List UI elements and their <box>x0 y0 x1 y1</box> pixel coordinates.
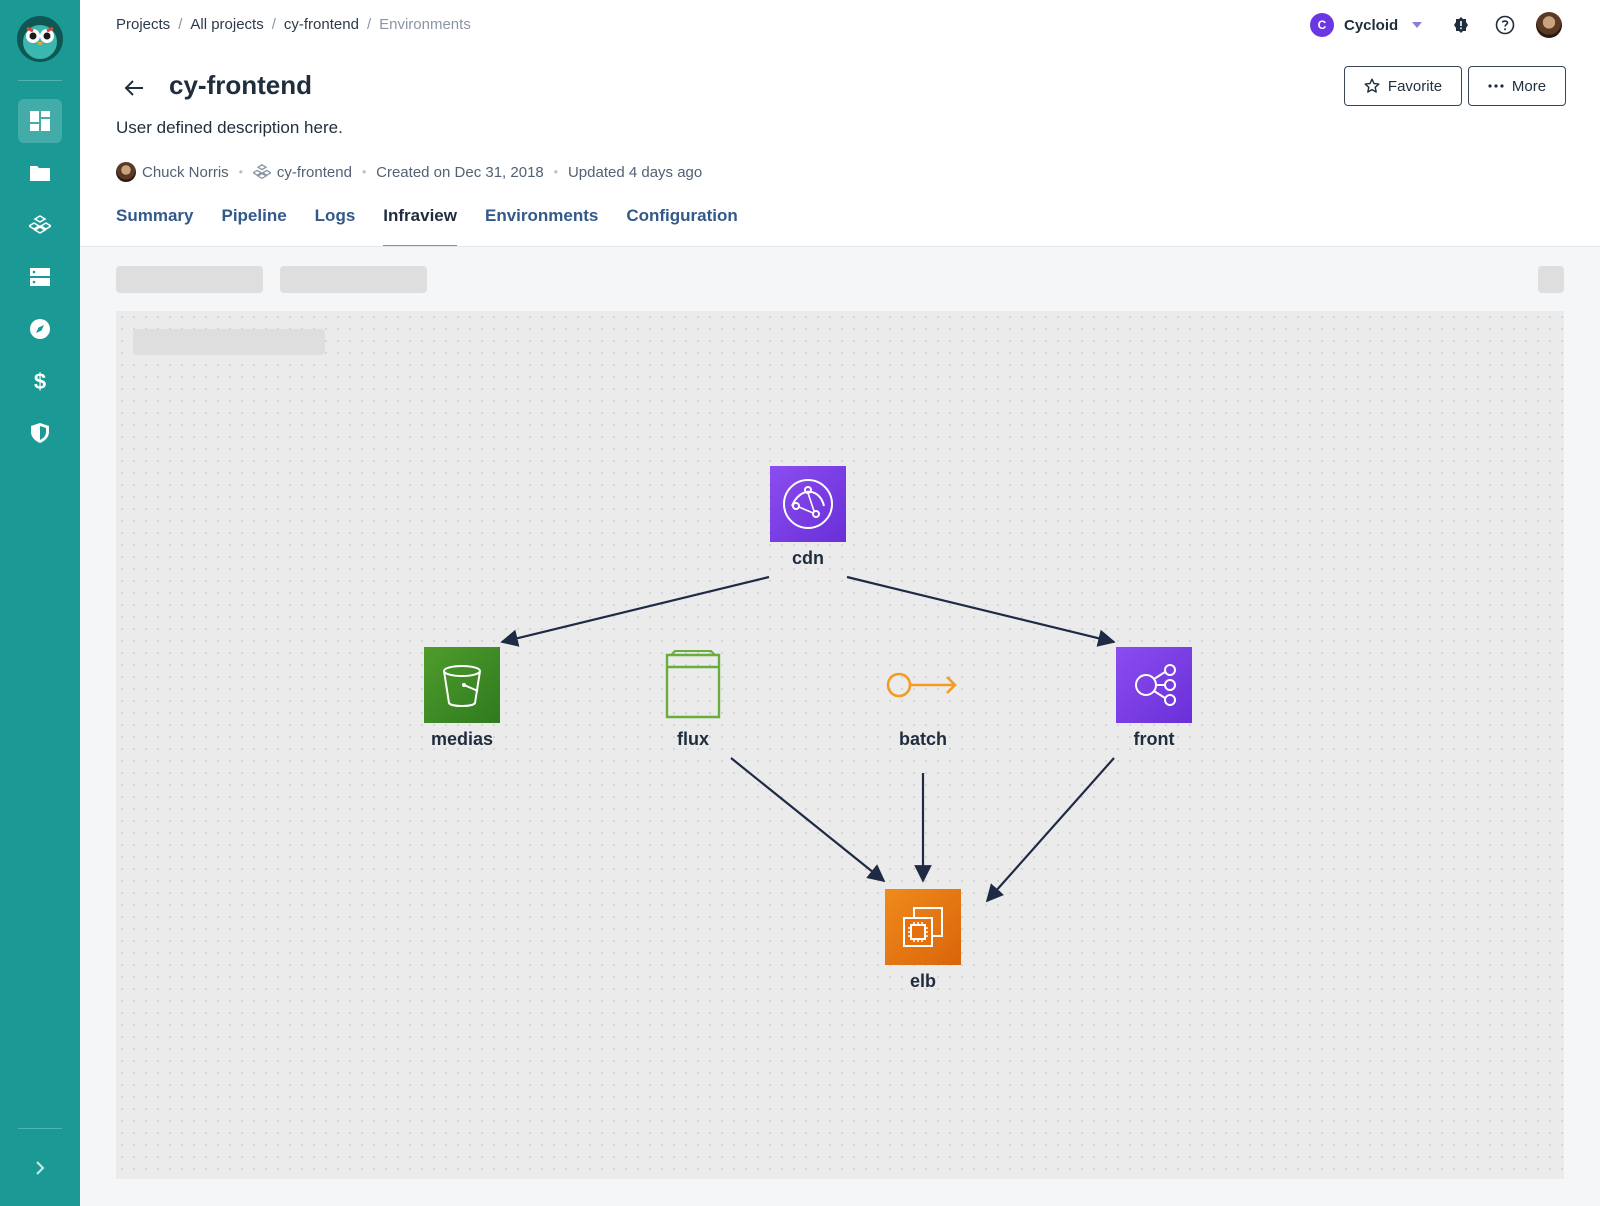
ec2-icon <box>885 889 961 965</box>
load-balancer-icon <box>1116 647 1192 723</box>
node-cdn[interactable]: cdn <box>748 466 868 569</box>
node-medias[interactable]: medias <box>402 647 522 750</box>
meta-separator: • <box>238 165 243 179</box>
cycloid-owl-logo[interactable] <box>17 16 63 62</box>
tab-configuration[interactable]: Configuration <box>626 206 738 225</box>
breadcrumb-separator: / <box>178 15 183 33</box>
sidebar-item-stacks[interactable] <box>18 203 62 247</box>
node-batch[interactable]: batch <box>863 647 983 750</box>
s3-bucket-icon <box>424 647 500 723</box>
sidebar-divider <box>18 1128 62 1129</box>
back-button[interactable] <box>120 74 148 102</box>
breadcrumb-separator: / <box>366 15 372 33</box>
project-tabs: Summary Pipeline Logs Infraview Environm… <box>116 206 766 248</box>
edge-cdn-front <box>846 575 1116 647</box>
edge-flux-elb <box>730 757 886 883</box>
node-label: cdn <box>791 548 824 568</box>
folder-icon <box>30 166 50 181</box>
arrow-left-icon <box>124 80 143 96</box>
favorite-label: Favorite <box>1387 77 1443 95</box>
breadcrumb-current: Environments <box>379 15 471 33</box>
tab-logs[interactable]: Logs <box>314 206 356 225</box>
star-icon <box>1364 78 1380 94</box>
header-divider <box>80 246 1600 247</box>
help-icon <box>1495 15 1515 35</box>
loading-placeholder <box>1538 266 1564 293</box>
meta-separator: • <box>361 165 367 179</box>
node-label: flux <box>676 729 709 749</box>
loading-placeholder <box>280 266 427 293</box>
sidebar: $ <box>0 0 80 1206</box>
node-label: front <box>1133 729 1175 749</box>
user-avatar[interactable] <box>1536 12 1562 38</box>
notifications-button[interactable] <box>1450 14 1472 36</box>
cloudfront-icon <box>770 466 846 542</box>
shield-icon <box>31 423 49 443</box>
expand-sidebar-button[interactable] <box>26 1154 54 1182</box>
node-label: medias <box>430 729 494 749</box>
chevron-right-icon <box>36 1161 45 1175</box>
meta-separator: • <box>553 165 558 179</box>
container-icon <box>655 647 731 723</box>
tab-environments[interactable]: Environments <box>484 206 599 225</box>
sidebar-item-projects[interactable] <box>18 151 62 195</box>
node-label: batch <box>898 729 947 749</box>
org-badge: C <box>1310 13 1334 37</box>
batch-icon <box>885 647 961 723</box>
tab-infraview[interactable]: Infraview <box>383 206 457 248</box>
loading-placeholder <box>116 266 263 293</box>
breadcrumb-separator: / <box>271 15 276 33</box>
tab-pipeline[interactable]: Pipeline <box>221 206 287 225</box>
sidebar-item-dashboard[interactable] <box>18 99 62 143</box>
org-name: Cycloid <box>1344 16 1399 34</box>
stack-icon <box>252 164 271 180</box>
node-label: elb <box>909 971 936 991</box>
servers-icon <box>30 268 50 286</box>
organization-switcher[interactable]: C Cycloid <box>1310 13 1423 37</box>
edges-layer <box>500 575 1116 903</box>
project-meta: Chuck Norris • cy-frontend • Created on … <box>116 162 702 182</box>
sidebar-item-security[interactable] <box>18 411 62 455</box>
help-button[interactable] <box>1494 14 1516 36</box>
breadcrumb-projects[interactable]: Projects <box>116 15 171 33</box>
breadcrumb-all-projects[interactable]: All projects <box>190 15 264 33</box>
sidebar-item-servers[interactable] <box>18 255 62 299</box>
sidebar-item-explore[interactable] <box>18 307 62 351</box>
dashboard-icon <box>30 111 50 131</box>
updated-date: Updated 4 days ago <box>567 163 703 181</box>
favorite-button[interactable]: Favorite <box>1344 66 1462 106</box>
node-flux[interactable]: flux <box>633 647 753 750</box>
more-button[interactable]: More <box>1468 66 1566 106</box>
alert-badge-icon <box>1454 17 1468 33</box>
owner-avatar <box>116 162 136 182</box>
page-title: cy-frontend <box>169 70 312 100</box>
tab-summary[interactable]: Summary <box>116 206 194 225</box>
sidebar-divider <box>18 80 62 81</box>
breadcrumb: Projects / All projects / cy-frontend / … <box>116 14 471 34</box>
sidebar-item-cost[interactable]: $ <box>18 359 62 403</box>
stacks-icon <box>29 215 51 234</box>
more-label: More <box>1511 77 1547 95</box>
loading-placeholder <box>133 329 325 355</box>
edge-front-elb <box>985 757 1115 903</box>
edge-cdn-medias <box>500 575 770 647</box>
caret-down-icon <box>1412 22 1423 28</box>
node-elb[interactable]: elb <box>863 889 983 992</box>
stack-name[interactable]: cy-frontend <box>276 163 352 181</box>
created-date: Created on Dec 31, 2018 <box>376 163 544 181</box>
svg-text:$: $ <box>34 369 46 393</box>
infraview-canvas[interactable]: cdn medias flux batch front elb <box>116 311 1564 1179</box>
dollar-icon: $ <box>34 369 46 393</box>
breadcrumb-project[interactable]: cy-frontend <box>283 15 359 33</box>
node-front[interactable]: front <box>1094 647 1214 750</box>
project-description: User defined description here. <box>116 118 343 137</box>
compass-icon <box>30 319 50 339</box>
owner-name[interactable]: Chuck Norris <box>142 163 229 181</box>
more-dots-icon <box>1488 84 1504 88</box>
